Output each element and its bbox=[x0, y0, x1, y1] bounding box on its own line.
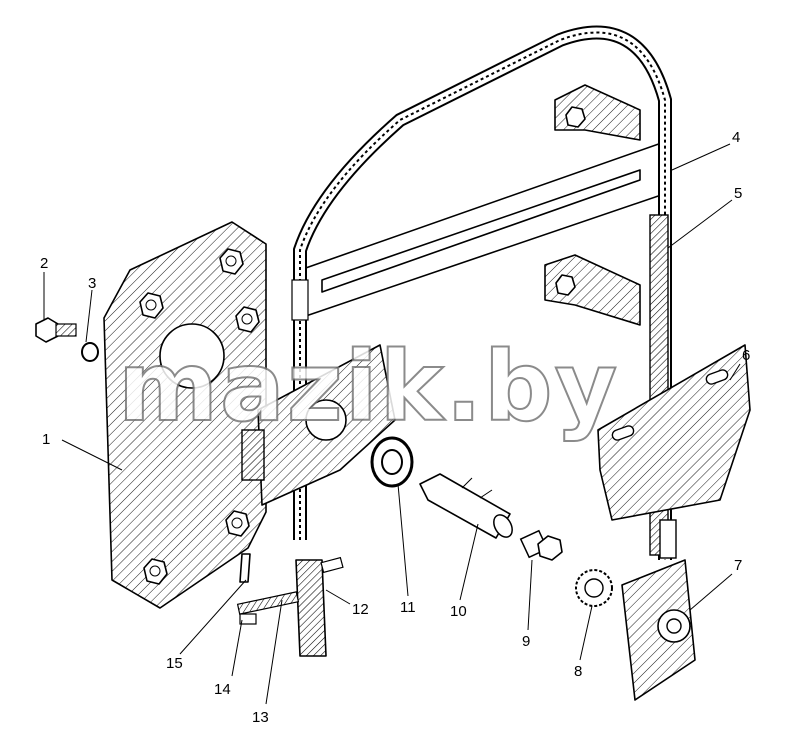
nut-icon bbox=[225, 510, 250, 537]
coil-spring-part bbox=[370, 436, 414, 488]
callout-label-13: 13 bbox=[252, 709, 269, 726]
callout-label-14: 14 bbox=[214, 681, 231, 698]
bolt-part bbox=[35, 317, 77, 343]
drive-housing bbox=[241, 344, 396, 506]
leader-lines bbox=[43, 143, 741, 705]
watermark-text: mazik.by bbox=[118, 331, 619, 443]
callout-label-7: 7 bbox=[734, 557, 742, 574]
callout-label-1: 1 bbox=[42, 431, 50, 448]
gear-icon bbox=[575, 569, 613, 607]
callout-label-3: 3 bbox=[88, 275, 96, 292]
callout-label-5: 5 bbox=[734, 185, 742, 202]
guide-lower-end bbox=[659, 519, 677, 559]
callout-label-8: 8 bbox=[574, 663, 582, 680]
washer-part bbox=[81, 342, 99, 362]
nut-icon bbox=[139, 292, 164, 319]
mounting-plate-part bbox=[103, 221, 267, 609]
bushing-part bbox=[519, 529, 563, 561]
callout-label-10: 10 bbox=[450, 603, 467, 620]
nut-icon bbox=[555, 274, 576, 296]
nut-icon bbox=[219, 248, 244, 275]
lower-pulley-bracket-part bbox=[621, 559, 696, 701]
callout-label-9: 9 bbox=[522, 633, 530, 650]
callout-label-2: 2 bbox=[40, 255, 48, 272]
callout-label-6: 6 bbox=[742, 347, 750, 364]
drum-shaft-part bbox=[419, 473, 513, 539]
cable-end-part bbox=[236, 591, 300, 625]
middle-bracket bbox=[544, 254, 641, 326]
nut-icon bbox=[565, 106, 586, 128]
callout-label-11: 11 bbox=[400, 599, 416, 616]
callout-label-12: 12 bbox=[352, 601, 369, 618]
nut-icon bbox=[143, 558, 168, 585]
cotter-pin-part bbox=[239, 553, 251, 583]
callout-label-15: 15 bbox=[166, 655, 183, 672]
guide-frame-crossbar bbox=[299, 139, 671, 319]
glass-clamp-plate-part bbox=[597, 344, 751, 521]
upper-bracket bbox=[554, 84, 641, 141]
cable-slider-part bbox=[295, 556, 344, 657]
nut-icon bbox=[235, 306, 260, 333]
callout-labels: 1 2 3 4 5 6 7 8 9 10 11 12 13 14 15 bbox=[40, 129, 750, 726]
callout-label-4: 4 bbox=[732, 129, 740, 146]
